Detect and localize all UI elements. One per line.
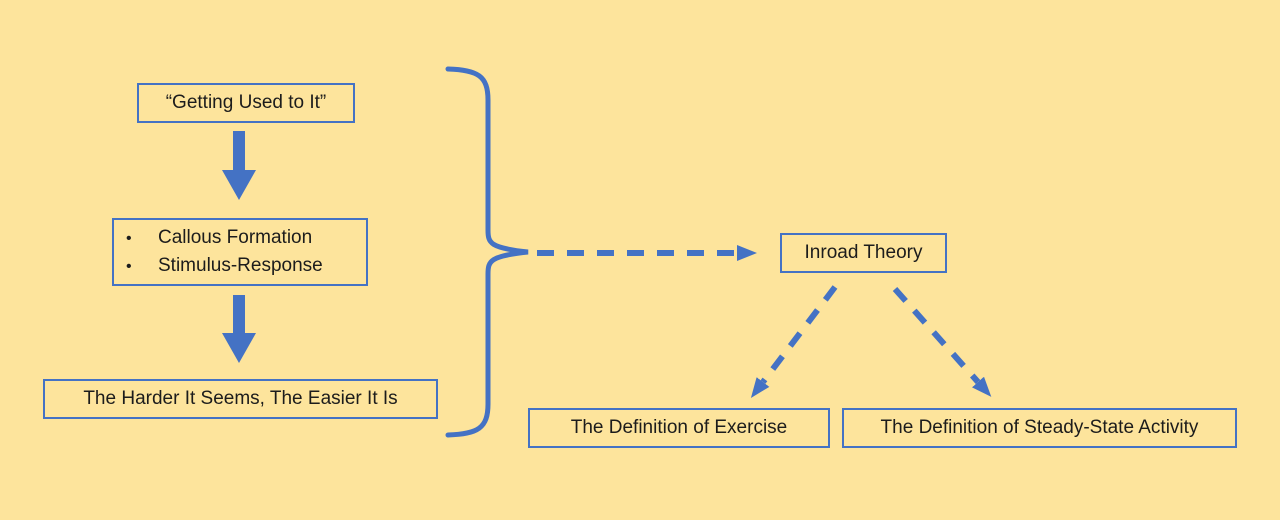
bullet-icon: • — [126, 258, 132, 275]
down-arrow-icon — [222, 131, 256, 200]
bullet-item: • Stimulus-Response — [123, 252, 323, 280]
bullet-label: Callous Formation — [158, 227, 313, 248]
getting-used-to-it-label: “Getting Used to It” — [165, 91, 327, 113]
bullet-item: • Callous Formation — [123, 224, 312, 252]
down-arrow-icon — [222, 295, 256, 363]
getting-used-to-it-box: “Getting Used to It” — [137, 83, 355, 123]
definition-of-exercise-label: The Definition of Exercise — [570, 416, 788, 438]
curly-brace-icon — [445, 66, 529, 438]
callous-stimulus-box: • Callous Formation • Stimulus-Response — [112, 218, 368, 286]
definition-of-steady-state-box: The Definition of Steady-State Activity — [842, 408, 1237, 448]
inroad-theory-label: Inroad Theory — [804, 241, 923, 263]
harder-it-seems-label: The Harder It Seems, The Easier It Is — [83, 387, 398, 409]
dashed-arrow-icon — [750, 285, 838, 398]
harder-it-seems-box: The Harder It Seems, The Easier It Is — [43, 379, 438, 419]
inroad-theory-box: Inroad Theory — [780, 233, 947, 273]
definition-of-steady-state-label: The Definition of Steady-State Activity — [880, 416, 1199, 438]
bullet-label: Stimulus-Response — [158, 255, 323, 276]
definition-of-exercise-box: The Definition of Exercise — [528, 408, 830, 448]
dashed-arrow-icon — [892, 287, 992, 397]
bullet-icon: • — [126, 230, 132, 247]
